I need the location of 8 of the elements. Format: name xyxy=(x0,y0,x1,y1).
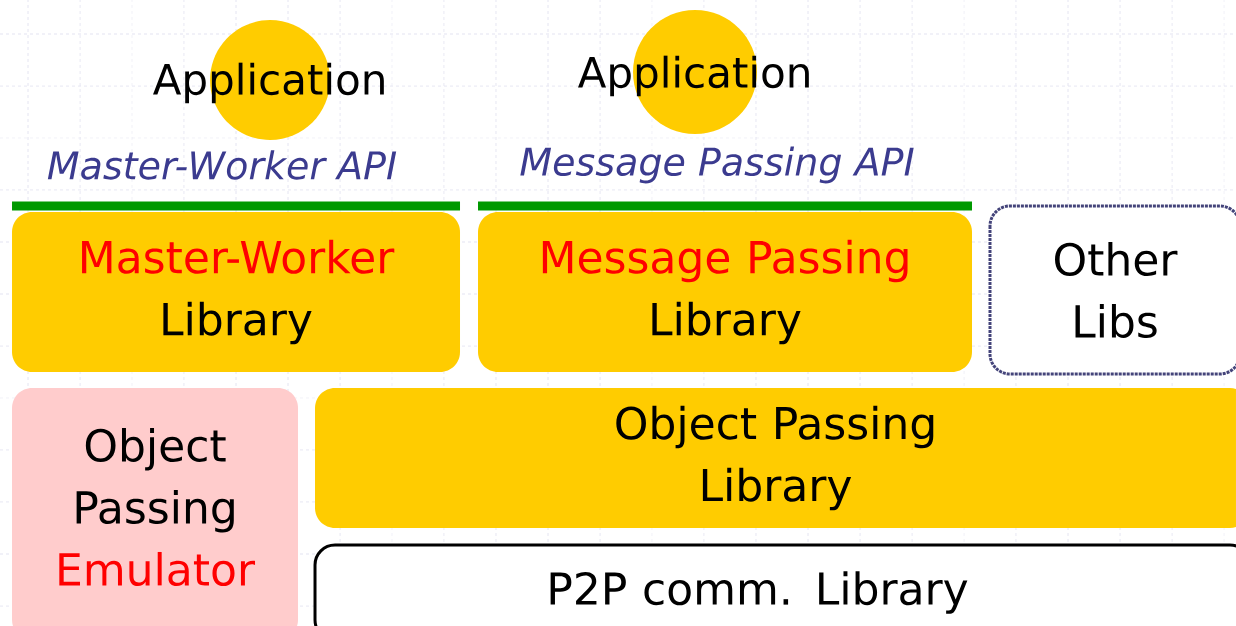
library-box: Master-Worker Library xyxy=(12,212,460,372)
library-box: Object Passing Library xyxy=(315,388,1236,528)
api-label: Message Passing API xyxy=(520,146,914,184)
library-box: P2P comm. Library xyxy=(313,543,1236,626)
library-box: Message Passing Library xyxy=(478,212,972,372)
library-box: Object Passing Emulator xyxy=(12,388,298,626)
api-label: Master-Worker API xyxy=(47,150,397,180)
library-box: Other Libs xyxy=(988,204,1236,376)
